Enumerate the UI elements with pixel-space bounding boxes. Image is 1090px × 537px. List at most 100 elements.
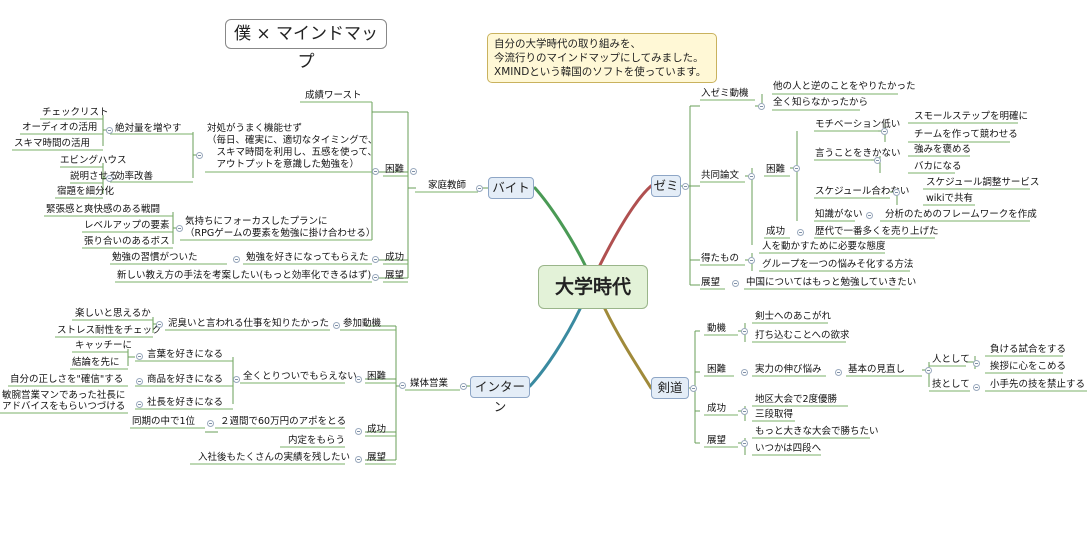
node-sandan[interactable]: 三段取得 (755, 409, 794, 420)
collapse-handle-icon[interactable] (748, 257, 755, 264)
node-disobey[interactable]: 言うことをきかない (815, 148, 901, 159)
node-gained[interactable]: 得たもの (701, 253, 740, 264)
collapse-handle-icon[interactable] (136, 353, 143, 360)
branch-baito[interactable]: バイト (488, 177, 534, 199)
node-boss[interactable]: 張り合いのあるボス (84, 236, 170, 247)
collapse-handle-icon[interactable] (793, 165, 800, 172)
node-dirty-work[interactable]: 泥臭いと言われる仕事を知りたかった (168, 318, 330, 329)
collapse-handle-icon[interactable] (758, 103, 765, 110)
node-efficiency[interactable]: 効率改善 (115, 171, 154, 182)
collapse-handle-icon[interactable] (741, 408, 748, 415)
node-checklist[interactable]: チェックリスト (42, 107, 109, 118)
collapse-handle-icon[interactable] (741, 328, 748, 335)
collapse-handle-icon[interactable] (196, 152, 203, 159)
collapse-handle-icon[interactable] (136, 378, 143, 385)
collapse-handle-icon[interactable] (156, 321, 163, 328)
node-baito-outlook[interactable]: 展望 (385, 270, 405, 281)
node-plateau[interactable]: 実力の伸び悩み (755, 364, 822, 375)
node-baito-difficulty[interactable]: 困難 (385, 164, 405, 175)
node-kendo-motive[interactable]: 動機 (707, 323, 727, 334)
node-schedule-service[interactable]: スケジュール調整サービス (926, 177, 1040, 188)
central-topic[interactable]: 大学時代 (538, 265, 648, 309)
collapse-handle-icon[interactable] (893, 189, 900, 196)
node-zemi-outlook[interactable]: 展望 (701, 277, 721, 288)
node-battle[interactable]: 緊張感と爽快感のある戦闘 (46, 204, 161, 215)
node-intern-motive[interactable]: 参加動機 (343, 318, 382, 329)
collapse-handle-icon[interactable] (741, 369, 748, 376)
collapse-handle-icon[interactable] (233, 256, 240, 263)
node-intern-success[interactable]: 成功 (367, 424, 387, 435)
node-explain[interactable]: 説明させる (70, 171, 118, 182)
collapse-handle-icon[interactable] (460, 383, 467, 390)
collapse-handle-icon[interactable] (372, 168, 379, 175)
node-countermeasure[interactable]: 対処がうまく機能せず （毎日、確実に、適切なタイミングで、 スキマ時間を利用し、… (207, 123, 377, 171)
collapse-handle-icon[interactable] (399, 382, 406, 389)
collapse-handle-icon[interactable] (866, 212, 873, 219)
collapse-handle-icon[interactable] (881, 128, 888, 135)
node-small-step[interactable]: スモールステップを明確に (914, 111, 1029, 122)
collapse-handle-icon[interactable] (410, 168, 417, 175)
collapse-handle-icon[interactable] (136, 401, 143, 408)
node-as-person[interactable]: 人として (932, 354, 970, 365)
collapse-handle-icon[interactable] (741, 440, 748, 447)
collapse-handle-icon[interactable] (355, 456, 362, 463)
node-like-product[interactable]: 商品を好きになる (147, 374, 224, 385)
node-lose-match[interactable]: 負ける試合をする (990, 344, 1067, 355)
branch-intern[interactable]: インターン (470, 376, 530, 414)
collapse-handle-icon[interactable] (176, 225, 183, 232)
node-basics[interactable]: 基本の見直し (848, 364, 906, 375)
collapse-handle-icon[interactable] (874, 157, 881, 164)
collapse-handle-icon[interactable] (476, 185, 483, 192)
node-yondan[interactable]: いつかは四段へ (755, 443, 822, 454)
node-ban-tricks[interactable]: 小手先の技を禁止する (990, 379, 1086, 390)
node-china[interactable]: 中国についてはもっと勉強していきたい (746, 277, 917, 288)
collapse-handle-icon[interactable] (748, 173, 755, 180)
node-nyuzemi[interactable]: 入ゼミ動機 (701, 88, 749, 99)
node-kendo-success[interactable]: 成功 (707, 403, 727, 414)
collapse-handle-icon[interactable] (333, 322, 340, 329)
collapse-handle-icon[interactable] (973, 360, 980, 367)
node-group[interactable]: グループを一つの悩みそ化する方法 (762, 259, 914, 270)
node-conclusion-first[interactable]: 結論を先に (72, 357, 120, 368)
node-district-win[interactable]: 地区大会で2度優勝 (755, 394, 838, 405)
node-conviction[interactable]: 自分の正しさを"確信"する (10, 374, 124, 385)
collapse-handle-icon[interactable] (372, 256, 379, 263)
node-study-habit[interactable]: 勉強の習慣がついた (112, 252, 198, 263)
node-focus-plan[interactable]: 気持ちにフォーカスしたプランに （RPGゲームの要素を勉強に掛け合わせる） (185, 216, 375, 240)
node-worst-grades[interactable]: 成績ワースト (305, 90, 362, 101)
branch-zemi[interactable]: ゼミ (651, 175, 681, 197)
node-framework[interactable]: 分析のためのフレームワークを作成 (885, 209, 1037, 220)
node-baito-success[interactable]: 成功 (385, 252, 405, 263)
node-record-sales[interactable]: 歴代で一番多くを売り上げた (815, 226, 939, 237)
node-rejected[interactable]: 全くとりついでもらえない (243, 371, 357, 382)
node-attitude[interactable]: 人を動かすために必要な態度 (762, 241, 886, 252)
collapse-handle-icon[interactable] (835, 369, 842, 376)
node-motivation[interactable]: モチベーション低い (815, 119, 901, 130)
node-enjoyable[interactable]: 楽しいと思えるか (75, 308, 151, 319)
collapse-handle-icon[interactable] (355, 428, 362, 435)
node-like-study[interactable]: 勉強を好きになってもらえた (246, 252, 369, 263)
collapse-handle-icon[interactable] (233, 376, 240, 383)
node-job-offer[interactable]: 内定をもらう (288, 435, 346, 446)
node-praise[interactable]: 強みを褒める (914, 144, 972, 155)
node-kendo-difficulty[interactable]: 困難 (707, 364, 727, 375)
node-future-results[interactable]: 入社後もたくさんの実績を残したい (198, 452, 351, 463)
node-zemi-difficulty[interactable]: 困難 (766, 164, 786, 175)
node-like-words[interactable]: 言葉を好きになる (147, 349, 224, 360)
node-tutor[interactable]: 家庭教師 (428, 180, 467, 191)
node-greeting[interactable]: 挨拶に心をこめる (990, 361, 1067, 372)
collapse-handle-icon[interactable] (207, 420, 214, 427)
node-like-president[interactable]: 社長を好きになる (147, 397, 224, 408)
node-split-homework[interactable]: 宿題を細分化 (57, 186, 115, 197)
node-audio[interactable]: オーディオの活用 (22, 122, 98, 133)
node-intern-difficulty[interactable]: 困難 (367, 371, 387, 382)
collapse-handle-icon[interactable] (925, 367, 932, 374)
collapse-handle-icon[interactable] (682, 183, 689, 190)
branch-kendo[interactable]: 剣道 (651, 377, 689, 399)
node-levelup[interactable]: レベルアップの要素 (84, 220, 170, 231)
collapse-handle-icon[interactable] (732, 280, 739, 287)
node-stress[interactable]: ストレス耐性をチェック (57, 325, 162, 336)
node-ebbinghaus[interactable]: エビングハウス (60, 155, 127, 166)
node-kendo-outlook[interactable]: 展望 (707, 435, 727, 446)
node-team[interactable]: チームを作って競わせる (914, 129, 1018, 140)
